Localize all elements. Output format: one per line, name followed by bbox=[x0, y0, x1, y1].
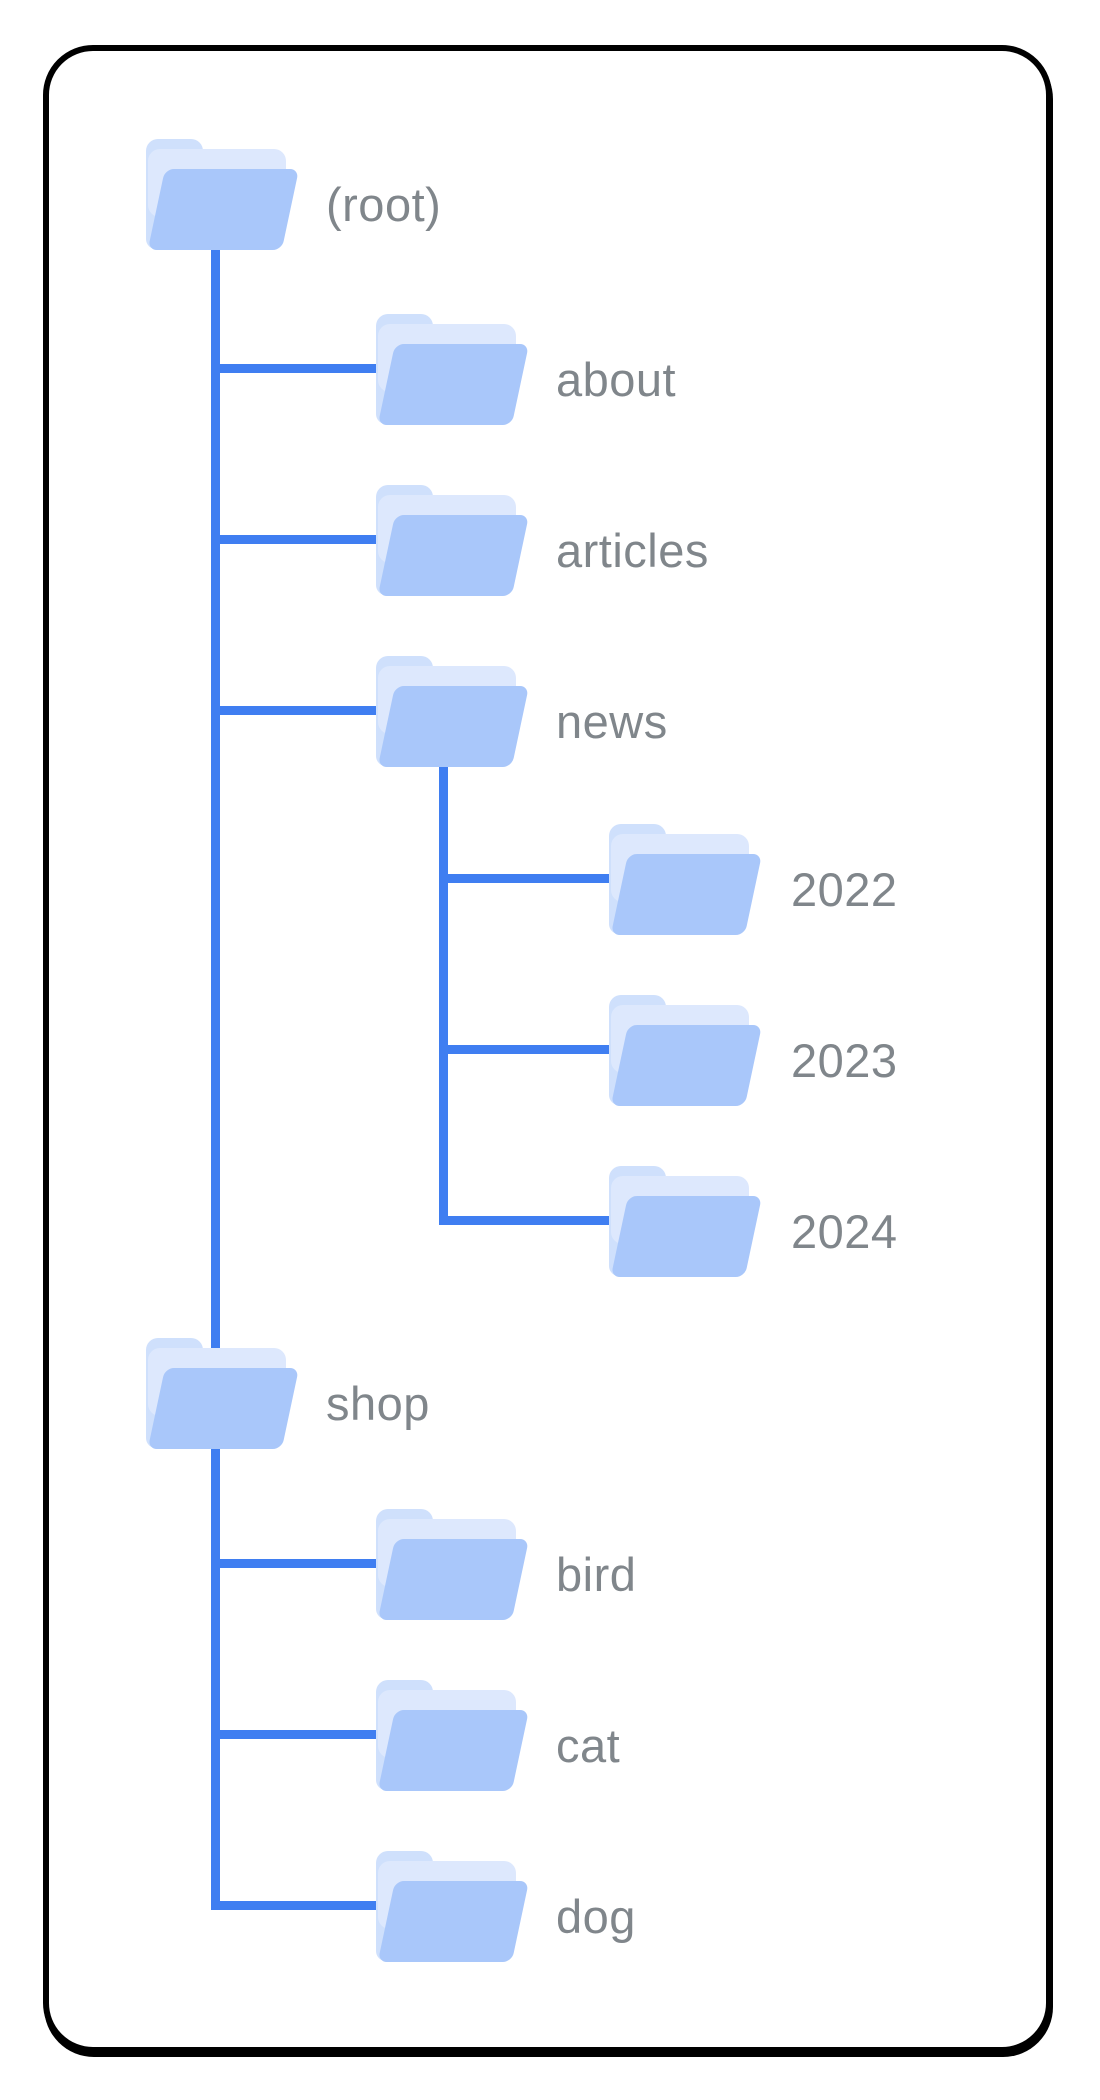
folder-icon-shop bbox=[146, 1338, 299, 1449]
label-bird: bird bbox=[556, 1548, 637, 1601]
label-news: news bbox=[556, 695, 668, 748]
diagram-card: (root) about articles news bbox=[43, 45, 1052, 2053]
folder-icon-dog bbox=[376, 1851, 529, 1962]
label-dog: dog bbox=[556, 1890, 636, 1943]
folder-icon-articles bbox=[376, 485, 529, 596]
branch-2024 bbox=[439, 1216, 631, 1225]
folder-icon-about bbox=[376, 314, 529, 425]
branch-news bbox=[211, 706, 401, 715]
label-2022: 2022 bbox=[791, 863, 898, 916]
folder-icon-2023 bbox=[609, 995, 762, 1106]
label-2024: 2024 bbox=[791, 1205, 898, 1258]
folder-front bbox=[610, 1196, 762, 1277]
label-articles: articles bbox=[556, 524, 709, 577]
folder-icon-2024 bbox=[609, 1166, 762, 1277]
label-root: (root) bbox=[326, 178, 442, 231]
branch-bird bbox=[211, 1559, 401, 1568]
folder-front bbox=[377, 344, 529, 425]
folder-icon-news bbox=[376, 656, 529, 767]
branch-2022 bbox=[439, 874, 631, 883]
folder-front bbox=[377, 515, 529, 596]
folder-icon-bird bbox=[376, 1509, 529, 1620]
branch-cat bbox=[211, 1730, 401, 1739]
folder-icon-2022 bbox=[609, 824, 762, 935]
folder-front bbox=[147, 169, 299, 250]
branch-articles bbox=[211, 535, 401, 544]
folder-front bbox=[377, 686, 529, 767]
label-cat: cat bbox=[556, 1719, 621, 1772]
folder-front bbox=[610, 1025, 762, 1106]
folder-front bbox=[377, 1539, 529, 1620]
folder-icon-root bbox=[146, 139, 299, 250]
trunk-root bbox=[211, 250, 220, 1910]
label-2023: 2023 bbox=[791, 1034, 898, 1087]
folder-front bbox=[377, 1710, 529, 1791]
folder-front bbox=[377, 1881, 529, 1962]
branch-about bbox=[211, 364, 401, 373]
folder-front bbox=[147, 1368, 299, 1449]
label-shop: shop bbox=[326, 1377, 430, 1430]
folder-front bbox=[610, 854, 762, 935]
branch-2023 bbox=[439, 1045, 631, 1054]
folder-icon-cat bbox=[376, 1680, 529, 1791]
branch-dog bbox=[211, 1901, 401, 1910]
trunk-news bbox=[439, 767, 448, 1225]
label-about: about bbox=[556, 353, 677, 406]
